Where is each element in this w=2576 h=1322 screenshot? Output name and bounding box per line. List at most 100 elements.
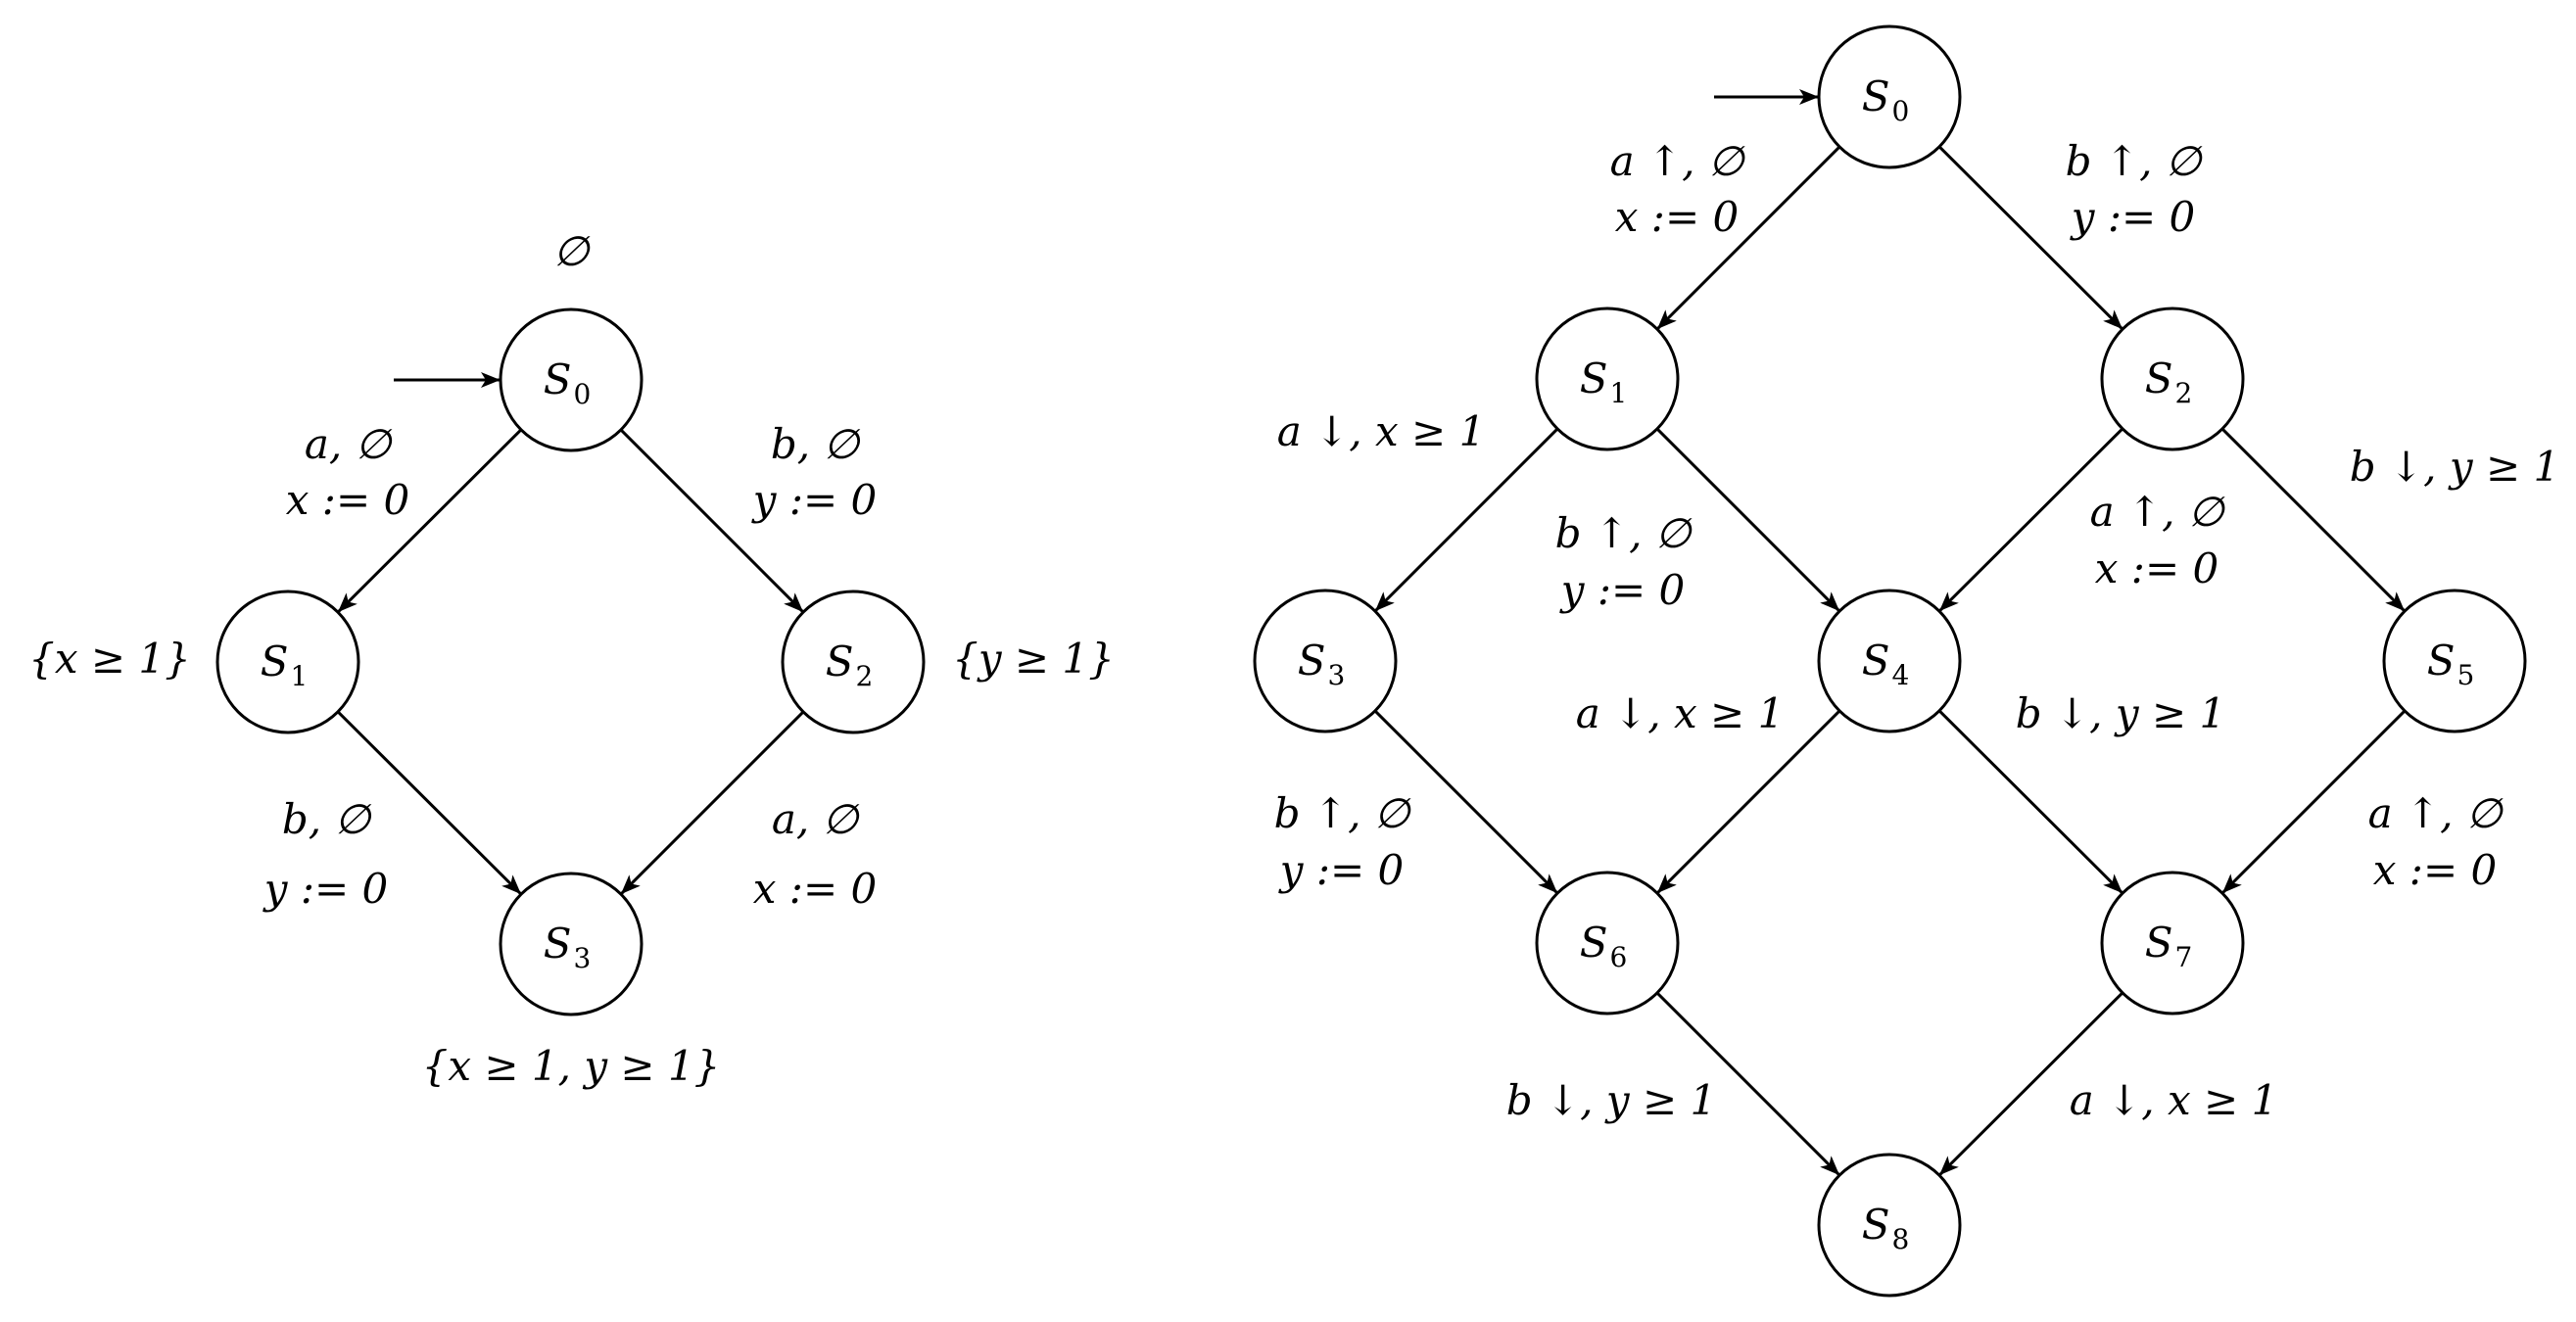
- edge-s0-s1: [1656, 145, 1841, 330]
- edge-label-s4-s7-line1: b ↓, y ≥ 1: [2016, 689, 2225, 737]
- state-circle: [781, 590, 926, 734]
- edge-label-s0-s1-line1: a ↑, ∅: [1610, 137, 1746, 185]
- state-label: S0: [544, 355, 592, 410]
- state-letter: S: [1580, 919, 1608, 967]
- state-subscript: 2: [2174, 377, 2192, 409]
- edge-s5-s7: [2221, 709, 2407, 894]
- edge-s0-s1: [337, 428, 523, 613]
- invariant-s3: {x ≥ 1, y ≥ 1}: [422, 1042, 721, 1090]
- state-circle: [1253, 589, 1398, 733]
- state-circle: [499, 307, 644, 452]
- state-s1: S1: [215, 590, 360, 734]
- state-s4: S4: [1817, 589, 1962, 733]
- state-subscript: 4: [1891, 659, 1909, 691]
- edge-label-s7-s8-line1: a ↓, x ≥ 1: [2070, 1076, 2278, 1124]
- edge-s1-s3: [1374, 427, 1559, 612]
- state-label: S3: [1298, 637, 1346, 691]
- state-circle: [1535, 307, 1680, 451]
- state-letter: S: [2145, 919, 2173, 967]
- edge-label-s1-s3-line1: a ↓, x ≥ 1: [1277, 407, 1486, 455]
- edge-s0-s2: [1937, 145, 2123, 330]
- state-letter: S: [826, 637, 854, 685]
- edge-label-s1-s3-line1: b, ∅: [282, 795, 373, 843]
- edge-label-s1-s4-line2: y := 0: [1559, 566, 1686, 614]
- edge-label-s0-s2-line1: b ↑, ∅: [2066, 137, 2204, 185]
- state-s2: S2: [2100, 307, 2245, 451]
- edge-label-s3-s6-line1: b ↑, ∅: [1274, 789, 1412, 837]
- edge-label-s0-s2-line2: y := 0: [2070, 193, 2196, 241]
- state-label: S2: [2145, 354, 2193, 409]
- edge-label-s0-s1-line1: a, ∅: [305, 420, 394, 468]
- edge-s2-s3: [620, 710, 805, 895]
- state-s3: S3: [499, 872, 644, 1016]
- invariant-s0: ∅: [553, 227, 592, 275]
- state-label: S2: [826, 637, 874, 692]
- edge-label-s2-s4-line2: x := 0: [2095, 544, 2218, 592]
- state-circle: [1817, 1153, 1962, 1298]
- edge-label-s2-s4-line1: a ↑, ∅: [2090, 488, 2226, 536]
- edge-label-s1-s3-line2: y := 0: [262, 865, 389, 913]
- edge-label-s0-s1-line2: x := 0: [286, 476, 409, 524]
- state-s3: S3: [1253, 589, 1398, 733]
- state-letter: S: [2145, 354, 2173, 402]
- state-circle: [2382, 589, 2527, 733]
- state-subscript: 0: [1891, 95, 1909, 127]
- state-s5: S5: [2382, 589, 2527, 733]
- edge-label-s2-s5-line1: b ↓, y ≥ 1: [2350, 443, 2559, 491]
- state-circle: [1817, 589, 1962, 733]
- state-circle: [499, 872, 644, 1016]
- state-s1: S1: [1535, 307, 1680, 451]
- edge-s6-s8: [1655, 991, 1840, 1176]
- edge-s0-s2: [619, 428, 804, 613]
- state-s8: S8: [1817, 1153, 1962, 1298]
- state-subscript: 1: [1609, 377, 1627, 409]
- state-circle: [1817, 24, 1962, 169]
- state-s2: S2: [781, 590, 926, 734]
- state-label: S3: [544, 920, 592, 974]
- edge-label-s1-s4-line1: b ↑, ∅: [1555, 509, 1693, 557]
- state-letter: S: [544, 920, 572, 968]
- state-s0: S0: [1817, 24, 1962, 169]
- state-circle: [215, 590, 360, 734]
- state-circle: [2100, 307, 2245, 451]
- invariant-s2: {y ≥ 1}: [952, 635, 1115, 683]
- state-letter: S: [2427, 637, 2456, 685]
- edge-label-s2-s3-line2: x := 0: [753, 865, 877, 913]
- right-automaton: a ↑, ∅ x := 0 b ↑, ∅ y := 0 a ↓, x ≥ 1 b ↑, ∅…: [1253, 24, 2559, 1298]
- state-letter: S: [1580, 354, 1608, 402]
- left-automaton: a, ∅x := 0b, ∅y := 0b, ∅y := 0a, ∅x := 0…: [28, 227, 1115, 1090]
- state-letter: S: [544, 355, 572, 403]
- edge-label-s5-s7-line2: x := 0: [2373, 846, 2497, 894]
- state-subscript: 8: [1891, 1223, 1909, 1255]
- state-subscript: 3: [573, 942, 591, 974]
- state-label: S8: [1862, 1201, 1910, 1255]
- edge-s1-s4: [1655, 427, 1840, 612]
- edge-label-s0-s2-line2: y := 0: [751, 476, 878, 524]
- state-letter: S: [1862, 72, 1890, 120]
- edge-s3-s6: [1373, 709, 1558, 894]
- state-label: S4: [1862, 637, 1910, 691]
- edge-label-s3-s6-line2: y := 0: [1278, 846, 1405, 894]
- state-subscript: 3: [1327, 659, 1345, 691]
- edge-label-s6-s8-line1: b ↓, y ≥ 1: [1506, 1076, 1716, 1124]
- state-label: S0: [1862, 72, 1910, 127]
- edge-s4-s7: [1937, 709, 2123, 894]
- state-letter: S: [1862, 1201, 1890, 1249]
- edge-label-s0-s1-line2: x := 0: [1615, 193, 1739, 241]
- state-label: S1: [1580, 354, 1628, 409]
- state-subscript: 0: [573, 378, 591, 410]
- state-circle: [2100, 871, 2245, 1015]
- state-letter: S: [1862, 637, 1890, 685]
- state-label: S5: [2427, 637, 2475, 691]
- edge-s2-s4: [1938, 427, 2124, 612]
- edge-s1-s3: [336, 710, 522, 895]
- edge-s4-s6: [1656, 709, 1841, 894]
- state-letter: S: [261, 637, 289, 685]
- state-s7: S7: [2100, 871, 2245, 1015]
- edge-label-s4-s6-line1: a ↓, x ≥ 1: [1576, 689, 1785, 737]
- state-subscript: 6: [1609, 941, 1627, 973]
- state-label: S1: [261, 637, 309, 692]
- edge-s2-s5: [2220, 427, 2406, 612]
- state-s0: S0: [499, 307, 644, 452]
